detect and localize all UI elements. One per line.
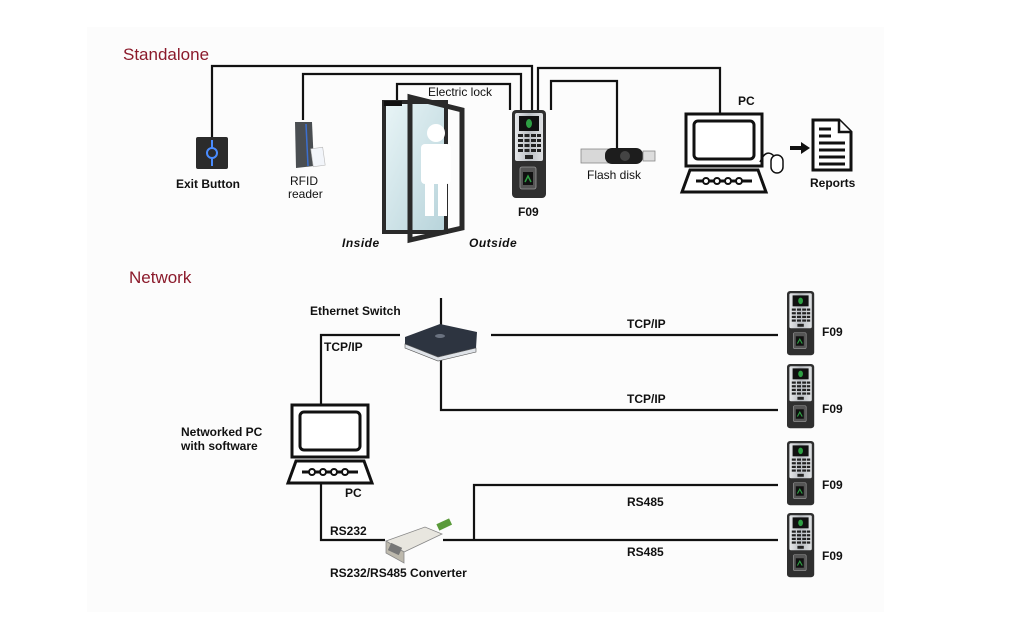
reports-document-icon bbox=[811, 118, 853, 172]
wire-pc-to-switch bbox=[319, 333, 400, 404]
network-title: Network bbox=[129, 268, 192, 287]
link-protocol-label: RS485 bbox=[627, 495, 664, 509]
f09-device-icon bbox=[511, 109, 547, 199]
f09-label: F09 bbox=[822, 549, 843, 563]
mouse-icon bbox=[759, 152, 784, 174]
f09-label: F09 bbox=[822, 402, 843, 416]
rs232-label: RS232 bbox=[330, 524, 367, 538]
exit-button-label: Exit Button bbox=[176, 177, 240, 191]
wire-rs485-1 bbox=[472, 483, 778, 540]
link-protocol-label: TCP/IP bbox=[627, 317, 666, 331]
door-icon bbox=[382, 93, 465, 244]
networked-pc-label-line2: with software bbox=[180, 439, 258, 453]
ethernet-switch-icon bbox=[404, 324, 477, 362]
outside-label: Outside bbox=[469, 236, 517, 250]
converter-icon bbox=[385, 518, 453, 564]
wire-rfid bbox=[301, 72, 523, 120]
pc-tcp-label: TCP/IP bbox=[324, 340, 363, 354]
rfid-reader-icon bbox=[295, 122, 326, 168]
pc-label: PC bbox=[738, 94, 755, 108]
f09-label: F09 bbox=[822, 478, 843, 492]
network-pc-label: PC bbox=[345, 486, 362, 500]
person-icon bbox=[421, 124, 451, 216]
wire-exit-button bbox=[210, 64, 534, 138]
f09-device-icon bbox=[786, 363, 815, 429]
reports-label: Reports bbox=[810, 176, 856, 190]
standalone-title: Standalone bbox=[123, 45, 209, 64]
network-wires bbox=[319, 298, 778, 542]
networked-pc-icon bbox=[286, 403, 374, 485]
f09-label: F09 bbox=[822, 325, 843, 339]
converter-label: RS232/RS485 Converter bbox=[330, 566, 467, 580]
f09-device-icon bbox=[786, 440, 815, 506]
wire-tcp-2 bbox=[439, 360, 778, 412]
flash-disk-label: Flash disk bbox=[587, 168, 642, 182]
standalone-wires bbox=[210, 64, 722, 148]
networked-pc-label-line1: Networked PC bbox=[181, 425, 263, 439]
wire-rs232 bbox=[319, 484, 385, 542]
wire-flash-disk bbox=[549, 79, 619, 148]
wire-electric-lock bbox=[395, 82, 512, 110]
flash-disk-icon bbox=[580, 148, 656, 164]
ethernet-switch-label: Ethernet Switch bbox=[310, 304, 401, 318]
f09-device-icon bbox=[786, 512, 815, 578]
electric-lock-label: Electric lock bbox=[428, 85, 493, 99]
arrow-right-icon bbox=[790, 142, 810, 154]
link-protocol-label: TCP/IP bbox=[627, 392, 666, 406]
rfid-label-line1: RFID bbox=[290, 174, 318, 188]
link-protocol-label: RS485 bbox=[627, 545, 664, 559]
f09-label: F09 bbox=[518, 205, 539, 219]
pc-icon bbox=[680, 112, 768, 194]
rfid-label-line2: reader bbox=[288, 187, 323, 201]
exit-button-icon bbox=[196, 137, 228, 169]
f09-device-icon bbox=[786, 290, 815, 356]
inside-label: Inside bbox=[342, 236, 380, 250]
wire-pc bbox=[536, 66, 722, 113]
